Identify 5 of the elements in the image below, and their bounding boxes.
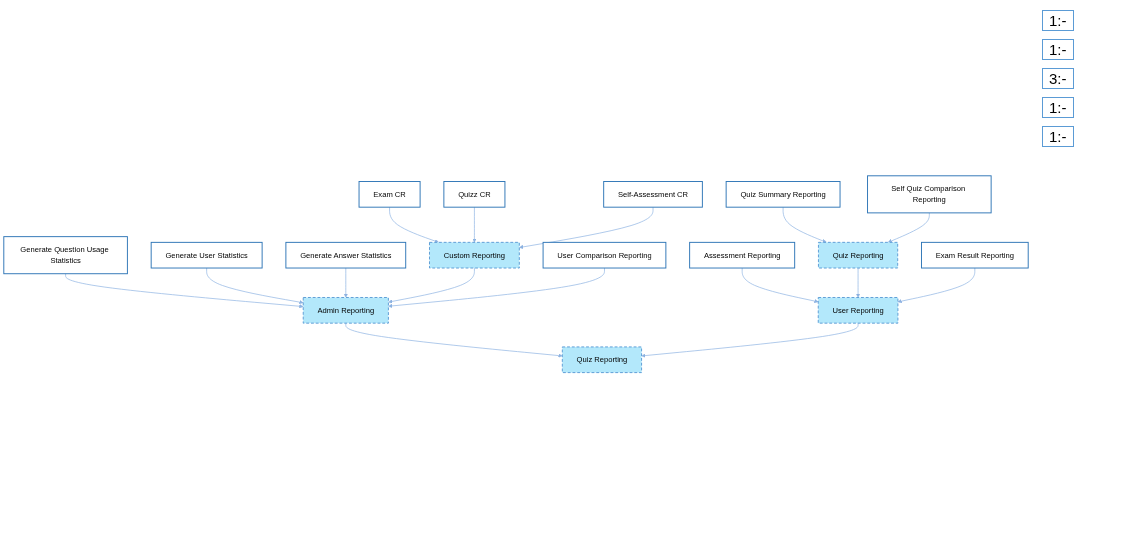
cardinality-label: 1:-	[1042, 97, 1074, 118]
cardinality-label: 3:-	[1042, 68, 1074, 89]
cardinality-label: 1:-	[1042, 10, 1074, 31]
cardinality-label: 1:-	[1042, 39, 1074, 60]
cardinality-label: 1:-	[1042, 126, 1074, 147]
